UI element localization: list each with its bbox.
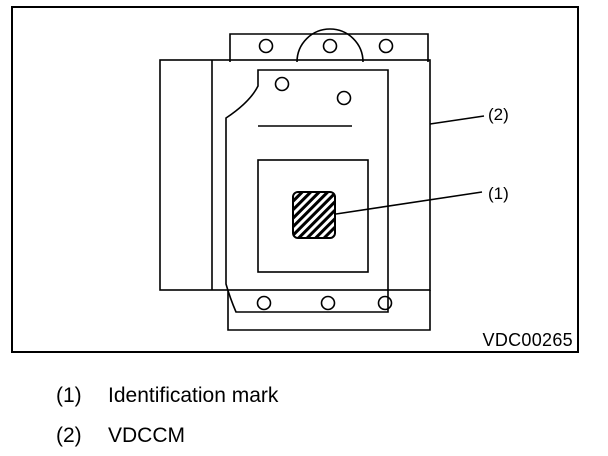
legend-text: VDCCM bbox=[108, 424, 185, 447]
mount-hole bbox=[320, 295, 336, 311]
leader-line-2 bbox=[429, 115, 485, 125]
legend-text: Identification mark bbox=[108, 384, 279, 407]
top-tab-bump bbox=[296, 28, 364, 63]
mount-hole bbox=[378, 38, 394, 54]
cover-plate bbox=[225, 69, 389, 313]
mount-hole bbox=[322, 38, 338, 54]
figure-code: VDC00265 bbox=[482, 330, 573, 350]
legend-item: (1) Identification mark bbox=[56, 384, 278, 408]
mount-hole bbox=[258, 38, 274, 54]
mount-hole bbox=[377, 295, 393, 311]
legend-number: (1) bbox=[56, 384, 82, 407]
mount-hole bbox=[274, 76, 290, 92]
leader-line-1 bbox=[335, 191, 483, 215]
legend-number: (2) bbox=[56, 424, 82, 447]
mount-hole bbox=[256, 295, 272, 311]
legend-item: (2) VDCCM bbox=[56, 424, 185, 448]
mount-hole bbox=[336, 90, 352, 106]
identification-mark bbox=[292, 191, 336, 239]
top-mounting-tab bbox=[229, 33, 429, 62]
label-window bbox=[257, 159, 369, 273]
figure-frame bbox=[11, 6, 579, 353]
housing-body bbox=[159, 59, 431, 291]
callout-1: (1) bbox=[488, 184, 509, 203]
bottom-mounting-tab bbox=[227, 290, 431, 331]
callout-2: (2) bbox=[488, 105, 509, 124]
